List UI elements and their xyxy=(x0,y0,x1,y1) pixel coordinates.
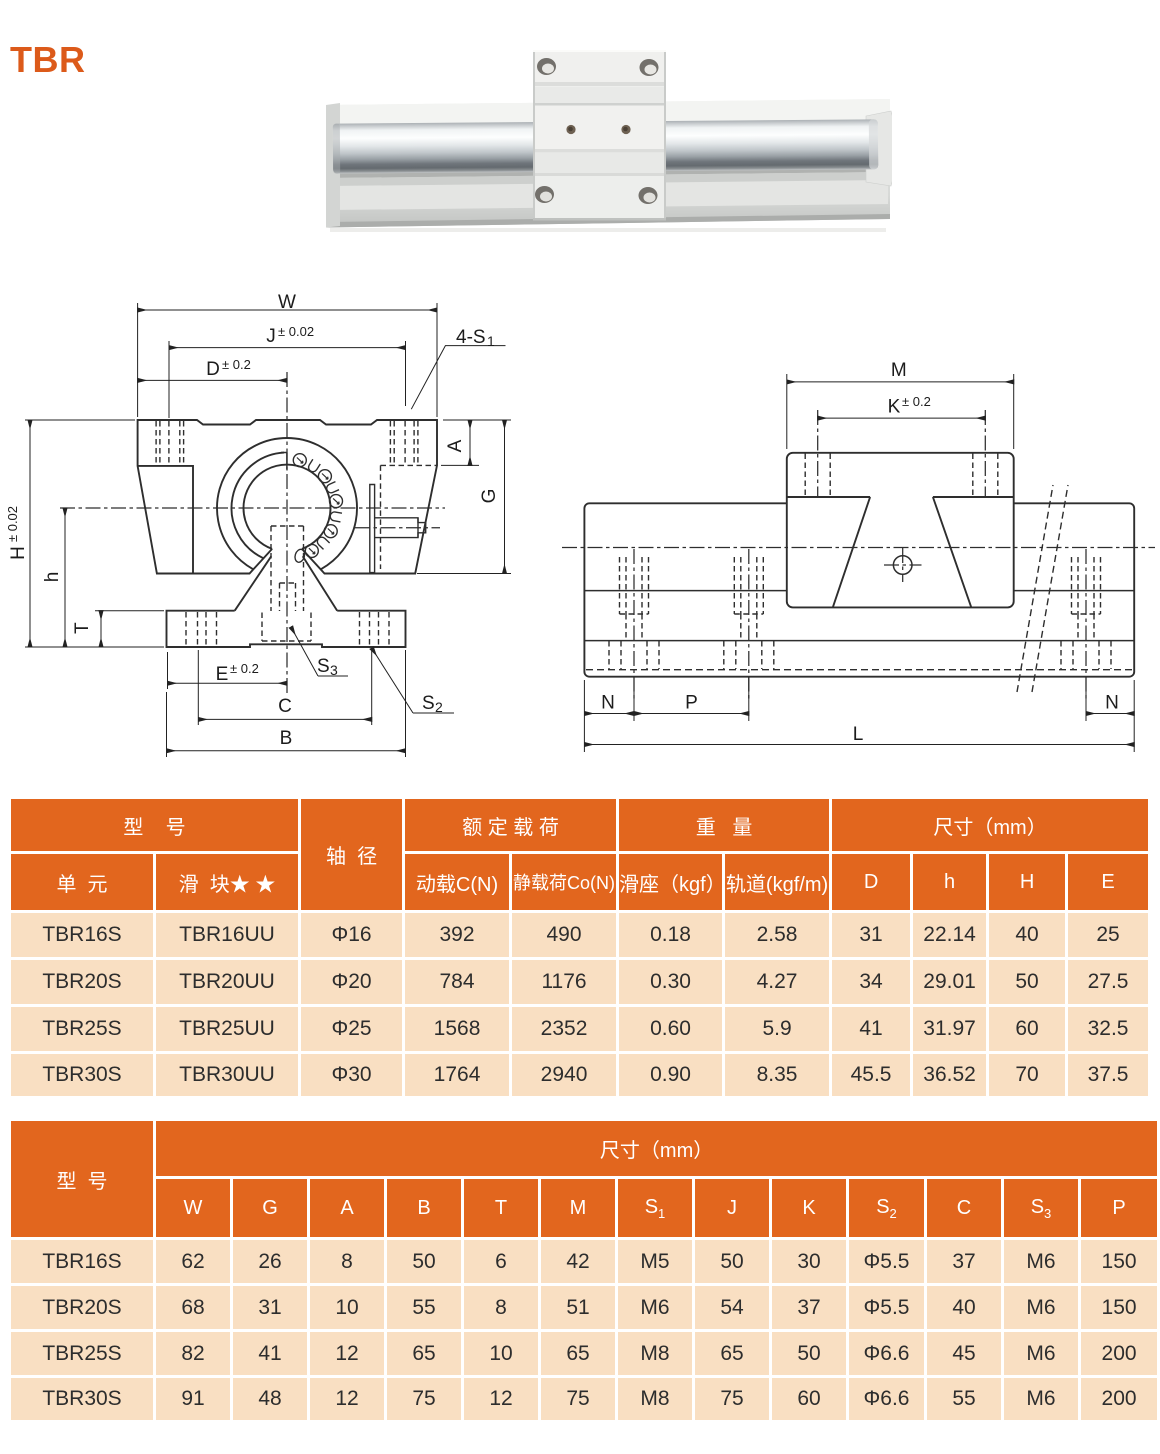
svg-text:P: P xyxy=(685,693,698,714)
svg-text:L: L xyxy=(853,724,864,745)
svg-text:± 0.2: ± 0.2 xyxy=(230,661,259,676)
svg-text:2: 2 xyxy=(435,699,443,715)
svg-text:A: A xyxy=(445,439,466,452)
svg-text:D: D xyxy=(206,359,220,380)
svg-text:S: S xyxy=(422,693,435,714)
svg-text:B: B xyxy=(280,728,293,749)
svg-text:1: 1 xyxy=(487,333,495,349)
svg-text:h: h xyxy=(42,572,63,583)
svg-text:± 0.02: ± 0.02 xyxy=(278,324,314,339)
svg-text:N: N xyxy=(601,693,615,714)
svg-text:W: W xyxy=(278,292,296,313)
svg-text:M: M xyxy=(891,360,907,381)
svg-text:C: C xyxy=(278,696,292,717)
svg-text:N: N xyxy=(1105,693,1119,714)
svg-text:T: T xyxy=(72,622,93,634)
svg-text:4-S: 4-S xyxy=(456,327,486,348)
svg-text:J: J xyxy=(266,326,276,347)
svg-text:G: G xyxy=(479,489,500,504)
svg-text:S: S xyxy=(317,656,330,677)
svg-text:± 0.2: ± 0.2 xyxy=(902,394,931,409)
svg-text:K: K xyxy=(888,397,901,418)
svg-text:H: H xyxy=(8,546,29,560)
svg-text:± 0.2: ± 0.2 xyxy=(222,357,251,372)
svg-text:E: E xyxy=(216,664,229,685)
svg-text:3: 3 xyxy=(330,662,338,678)
svg-text:± 0.02: ± 0.02 xyxy=(5,506,20,542)
